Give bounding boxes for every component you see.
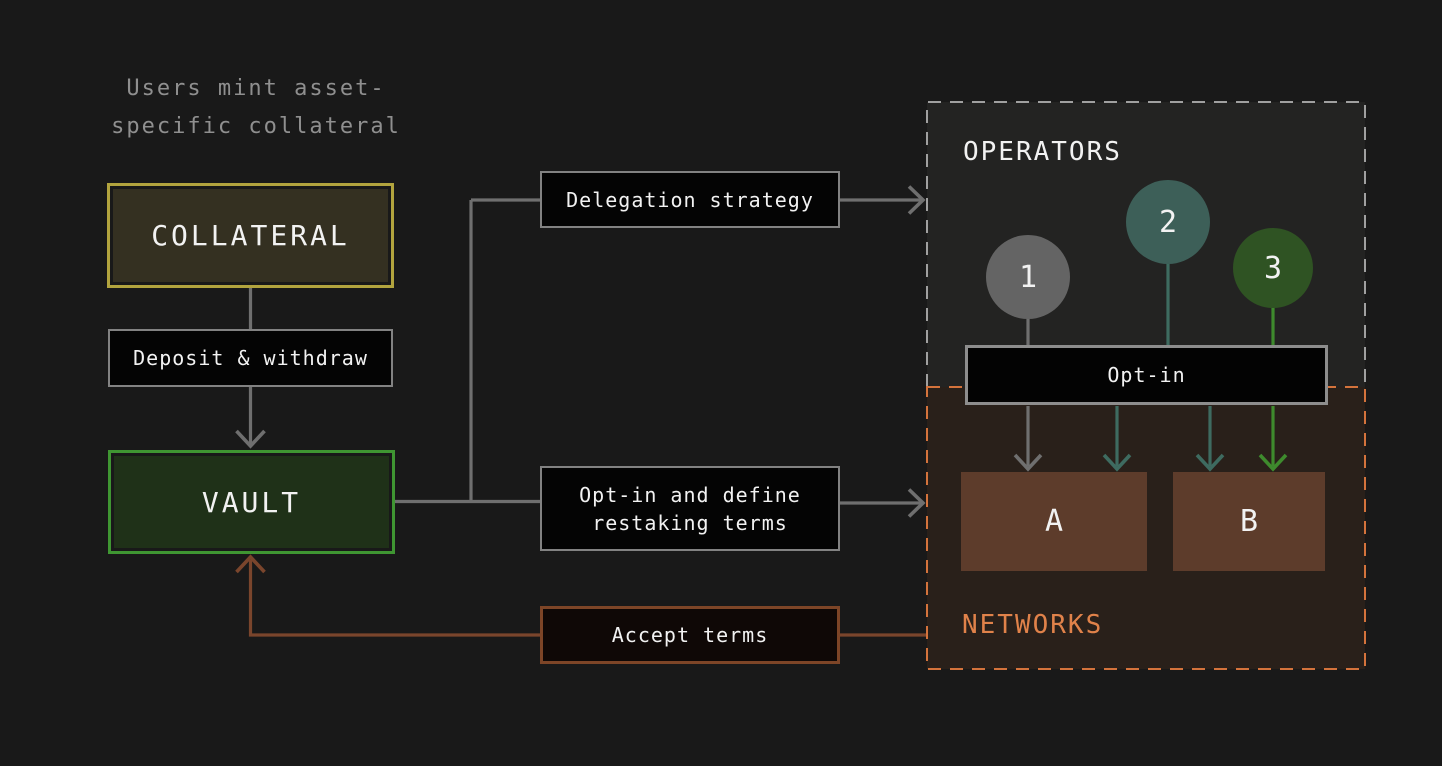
delegation-to-operators-arrow (840, 185, 926, 215)
optin-define-line-1: Opt-in and define (579, 482, 801, 507)
optin-node: Opt-in (965, 345, 1328, 405)
arrowhead-right-networks (907, 488, 926, 518)
delegation-strategy-label: Delegation strategy (566, 187, 814, 212)
network-b-label: B (1239, 504, 1259, 539)
accept-terms-connector (235, 554, 926, 637)
operator-3-label: 3 (1263, 250, 1283, 286)
note-line-1: Users mint asset- (126, 76, 386, 101)
optin-define-line-2: restaking terms (592, 510, 788, 535)
optin-define-node: Opt-in and define restaking terms (540, 466, 840, 551)
delegation-strategy-node: Delegation strategy (540, 171, 840, 228)
operator-circle-3: 3 (1233, 228, 1313, 308)
optin-label: Opt-in (1107, 363, 1186, 387)
arrowhead-down-vault (235, 429, 266, 449)
operator-2-label: 2 (1158, 204, 1178, 240)
collateral-label: COLLATERAL (151, 219, 350, 252)
note-line-2: specific collateral (111, 114, 401, 139)
optin-to-network-arrows (1013, 406, 1288, 472)
accept-terms-node: Accept terms (540, 606, 840, 664)
arrowhead-up-vault (235, 554, 266, 574)
networks-title: NETWORKS (962, 610, 1104, 640)
deposit-withdraw-node: Deposit & withdraw (108, 329, 393, 387)
vault-node: VAULT (108, 450, 395, 554)
network-box-a: A (961, 472, 1147, 571)
arrowhead-teal-to-B (1195, 453, 1225, 472)
users-mint-note: Users mint asset- specific collateral (110, 70, 402, 146)
arrowhead-teal-to-A (1102, 453, 1132, 472)
network-a-label: A (1044, 504, 1064, 539)
operator-1-label: 1 (1018, 259, 1038, 295)
operator-circle-2: 2 (1126, 180, 1210, 264)
collateral-to-vault-connector (235, 288, 266, 449)
collateral-node: COLLATERAL (107, 183, 394, 288)
deposit-withdraw-label: Deposit & withdraw (133, 346, 368, 370)
accept-terms-label: Accept terms (611, 623, 769, 647)
vault-label: VAULT (201, 485, 302, 519)
optin-define-to-networks-arrow (840, 488, 926, 518)
arrowhead-right-operators (907, 185, 926, 215)
arrowhead-gray-to-A (1013, 453, 1043, 472)
arrowhead-green-to-B (1258, 453, 1288, 472)
operators-dashed-border (926, 101, 1366, 387)
operators-title: OPERATORS (963, 137, 1122, 167)
vault-branch-connector (395, 198, 540, 504)
network-box-b: B (1173, 472, 1325, 571)
operator-circle-1: 1 (986, 235, 1070, 319)
